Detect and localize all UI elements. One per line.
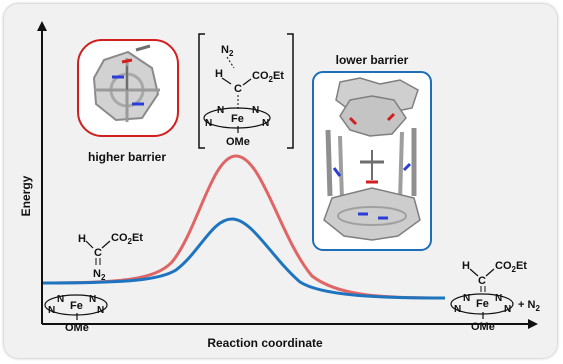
svg-text:H: H bbox=[215, 68, 223, 80]
svg-text:+ N2: + N2 bbox=[518, 299, 540, 313]
svg-text:C: C bbox=[94, 247, 102, 259]
transition-state-structure: N2 H C CO2Et N N Fe N N OMe bbox=[198, 33, 294, 149]
svg-text:H: H bbox=[462, 260, 470, 272]
svg-text:H: H bbox=[78, 233, 86, 245]
svg-text:N: N bbox=[463, 293, 470, 304]
y-axis-label: Energy bbox=[19, 175, 33, 216]
svg-text:N: N bbox=[454, 304, 461, 315]
svg-text:N: N bbox=[217, 105, 224, 116]
porphyrin-carbene-model-small bbox=[92, 44, 160, 122]
svg-text:CO2Et: CO2Et bbox=[252, 70, 284, 84]
higher-barrier-curve bbox=[42, 154, 446, 300]
svg-text:N: N bbox=[89, 294, 96, 305]
diazo-ester-structure: H C CO2Et N2 bbox=[78, 232, 143, 282]
svg-text:CO2Et: CO2Et bbox=[111, 232, 143, 246]
svg-text:Fe: Fe bbox=[231, 113, 244, 125]
iron-porphyrin-reactant: N N Fe N N OMe bbox=[44, 294, 108, 334]
svg-text:N: N bbox=[57, 294, 64, 305]
svg-text:N2: N2 bbox=[221, 44, 234, 58]
svg-text:N: N bbox=[495, 293, 502, 304]
svg-text:OMe: OMe bbox=[226, 136, 250, 148]
higher-barrier-label: higher barrier bbox=[88, 150, 166, 164]
svg-text:Fe: Fe bbox=[476, 298, 489, 310]
svg-text:OMe: OMe bbox=[471, 321, 495, 333]
x-axis-label: Reaction coordinate bbox=[207, 336, 323, 350]
iron-carbene-product: H C CO2Et N N Fe N N OMe + N2 bbox=[450, 260, 540, 333]
svg-text:CO2Et: CO2Et bbox=[495, 260, 527, 274]
svg-text:N: N bbox=[48, 305, 55, 316]
lower-barrier-curve bbox=[42, 217, 446, 300]
capped-porphyrin-model-large bbox=[323, 77, 421, 241]
svg-text:C: C bbox=[234, 83, 242, 95]
svg-text:C: C bbox=[478, 275, 486, 287]
svg-text:Fe: Fe bbox=[70, 300, 83, 312]
lower-barrier-label: lower barrier bbox=[336, 53, 409, 67]
svg-text:N2: N2 bbox=[93, 268, 106, 282]
svg-text:OMe: OMe bbox=[65, 322, 89, 334]
svg-text:N: N bbox=[252, 105, 259, 116]
